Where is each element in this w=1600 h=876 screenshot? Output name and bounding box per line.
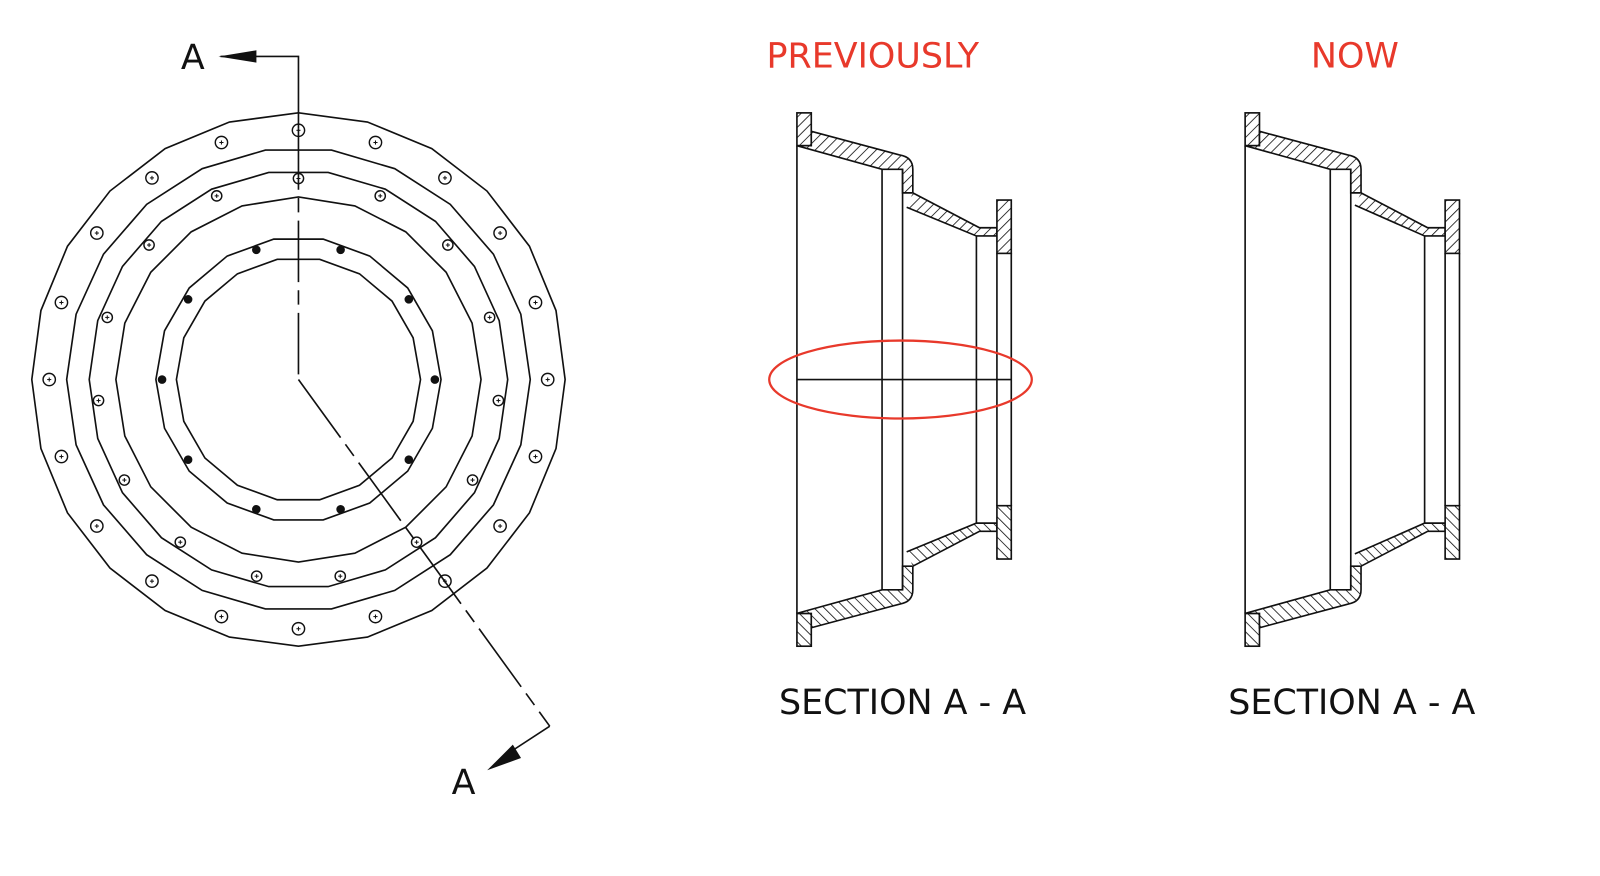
right-flange-section bbox=[1444, 199, 1461, 255]
flange-rings bbox=[30, 112, 566, 648]
section-lower-half bbox=[796, 504, 1013, 648]
large-cone-wall bbox=[796, 130, 914, 194]
section-upper-half bbox=[796, 112, 1013, 255]
small-cone-wall bbox=[1354, 192, 1446, 237]
large-cone-wall bbox=[1244, 130, 1362, 194]
section-marker-top: A bbox=[181, 38, 205, 78]
highlight-ellipse bbox=[768, 339, 1033, 420]
previous-section-view bbox=[796, 112, 1013, 648]
left-flange-section bbox=[796, 612, 813, 648]
bolt-hole-icon bbox=[404, 455, 414, 465]
bolt-holes bbox=[42, 123, 555, 636]
bolt-hole-icon bbox=[336, 504, 345, 514]
right-flange-section bbox=[1444, 504, 1461, 560]
current-section-view bbox=[1244, 112, 1461, 648]
small-cone-wall bbox=[1354, 522, 1446, 567]
bolt-hole-icon bbox=[430, 375, 440, 384]
previous-heading: PREVIOUSLY bbox=[767, 37, 980, 77]
bolt-hole-icon bbox=[157, 375, 167, 384]
right-flange-section bbox=[996, 504, 1013, 560]
bolt-hole-icon bbox=[183, 295, 193, 304]
flange-ring bbox=[65, 149, 532, 610]
bolt-hole-icon bbox=[183, 455, 193, 465]
section-lower-half bbox=[1244, 504, 1461, 648]
previous-caption: SECTION A - A bbox=[779, 683, 1026, 723]
left-flange-section bbox=[1244, 612, 1261, 648]
section-cut-line bbox=[220, 55, 551, 758]
flange-ring bbox=[175, 258, 422, 501]
flange-ring bbox=[115, 196, 482, 563]
now-caption: SECTION A - A bbox=[1228, 683, 1475, 723]
small-cone-wall bbox=[906, 192, 998, 237]
now-heading: NOW bbox=[1311, 37, 1399, 77]
section-upper-half bbox=[1244, 112, 1461, 255]
left-flange-section bbox=[1244, 112, 1261, 147]
section-marker-bottom: A bbox=[452, 763, 476, 803]
bolt-hole-icon bbox=[336, 245, 345, 255]
small-cone-wall bbox=[906, 522, 998, 567]
left-flange-section bbox=[796, 112, 813, 147]
large-cone-wall bbox=[796, 565, 914, 629]
section-arrow-top-icon bbox=[218, 50, 257, 63]
section-arrow-bottom-icon bbox=[487, 744, 522, 771]
flange-ring bbox=[155, 238, 442, 521]
bolt-hole-icon bbox=[252, 504, 261, 514]
bolt-hole-icon bbox=[252, 245, 261, 255]
flange-ring bbox=[30, 112, 566, 648]
large-cone-wall bbox=[1244, 565, 1362, 629]
flange-ring bbox=[88, 171, 509, 588]
right-flange-section bbox=[996, 199, 1013, 255]
front-view bbox=[30, 50, 566, 771]
bolt-hole-icon bbox=[404, 295, 414, 304]
